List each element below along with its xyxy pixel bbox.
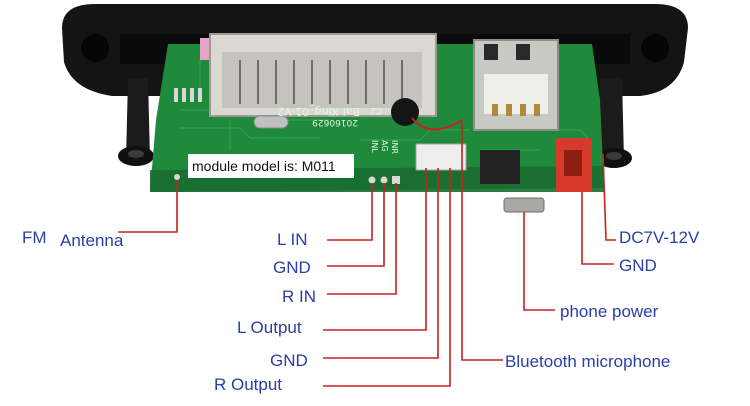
pin-pad-rin — [392, 176, 400, 184]
dc-power-label: DC7V-12V — [619, 228, 700, 247]
white-connector — [415, 143, 467, 171]
line-fm-antenna — [118, 180, 178, 233]
line-r-output — [323, 168, 451, 387]
right-mount-post — [598, 78, 624, 160]
antenna-pad — [174, 174, 180, 180]
line-bluetooth-mic — [461, 122, 503, 361]
model-label: module model is: M011 — [188, 154, 354, 178]
callout-lines — [118, 122, 616, 387]
micro-usb-port — [503, 197, 545, 213]
gnd-label-1: GND — [273, 258, 311, 277]
gnd-label-2: GND — [270, 351, 308, 370]
line-l-output — [323, 168, 427, 331]
pcb-board-date: 20160629 — [312, 117, 358, 127]
pcb-pin-labels: INL AG INR — [370, 140, 399, 154]
crystal-oscillator — [253, 115, 289, 129]
fm-label: FM — [22, 228, 47, 247]
pcb-pin-inr: INR — [390, 140, 399, 154]
l-in-label: L IN — [277, 230, 308, 249]
line-l-in — [327, 183, 373, 241]
bezel-hole-right — [641, 34, 669, 62]
gnd-power-label: GND — [619, 256, 657, 275]
line-gnd-2 — [323, 168, 439, 359]
antenna-label: Antenna — [60, 231, 124, 250]
ic-module — [480, 150, 520, 184]
phone-power-label: phone power — [560, 302, 659, 321]
line-phone-power — [523, 212, 555, 311]
pin-pad-gnd — [380, 176, 388, 184]
pcb-c2: C2 — [370, 105, 382, 115]
line-dc-power — [602, 153, 616, 241]
r-output-label: R Output — [214, 375, 283, 394]
header-pins — [174, 88, 202, 102]
pcb-pin-ag: AG — [380, 140, 389, 152]
pcb-silkscreen: Bai Xing_01-V2 20160629 C2 — [277, 105, 382, 127]
line-r-in — [327, 183, 397, 295]
line-gnd-1 — [327, 183, 385, 267]
pin-pad-lin — [368, 176, 376, 184]
left-mount-post — [126, 78, 150, 160]
display-pins — [239, 60, 403, 104]
line-gnd-power — [581, 192, 614, 265]
r-in-label: R IN — [282, 287, 316, 306]
bluetooth-mic-label: Bluetooth microphone — [505, 352, 671, 371]
bezel-hole-left — [81, 34, 109, 62]
l-output-label: L Output — [237, 318, 302, 337]
pcb-pin-inl: INL — [370, 140, 379, 153]
pcb-board-name: Bai Xing_01-V2 — [277, 105, 360, 118]
